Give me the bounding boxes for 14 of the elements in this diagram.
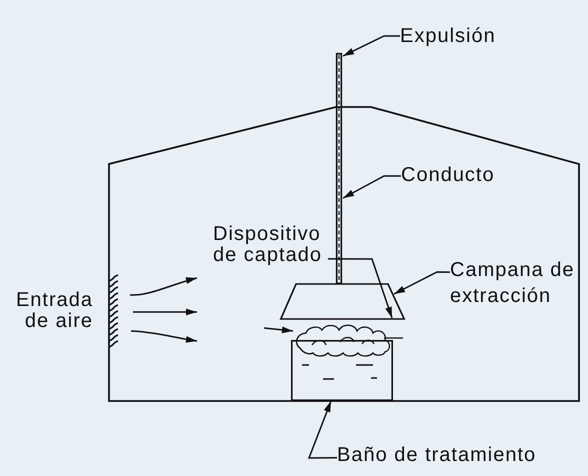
leader-line xyxy=(342,175,401,199)
part-label: Dispositivo de captado xyxy=(213,224,328,266)
leader-line xyxy=(308,400,337,459)
extraction-hood xyxy=(280,283,405,320)
part-label: Baño de tratamiento xyxy=(337,444,536,467)
treatment-tank xyxy=(291,340,393,401)
part-label: Campana de extracción xyxy=(450,257,580,309)
leader-line xyxy=(394,271,450,295)
leader-line xyxy=(328,258,393,318)
part-label: Conducto xyxy=(401,164,495,187)
part-label: Expulsión xyxy=(400,25,496,48)
leader-line xyxy=(342,35,400,57)
exhaust-duct xyxy=(336,53,342,284)
part-label: Entrada de aire xyxy=(14,290,93,332)
